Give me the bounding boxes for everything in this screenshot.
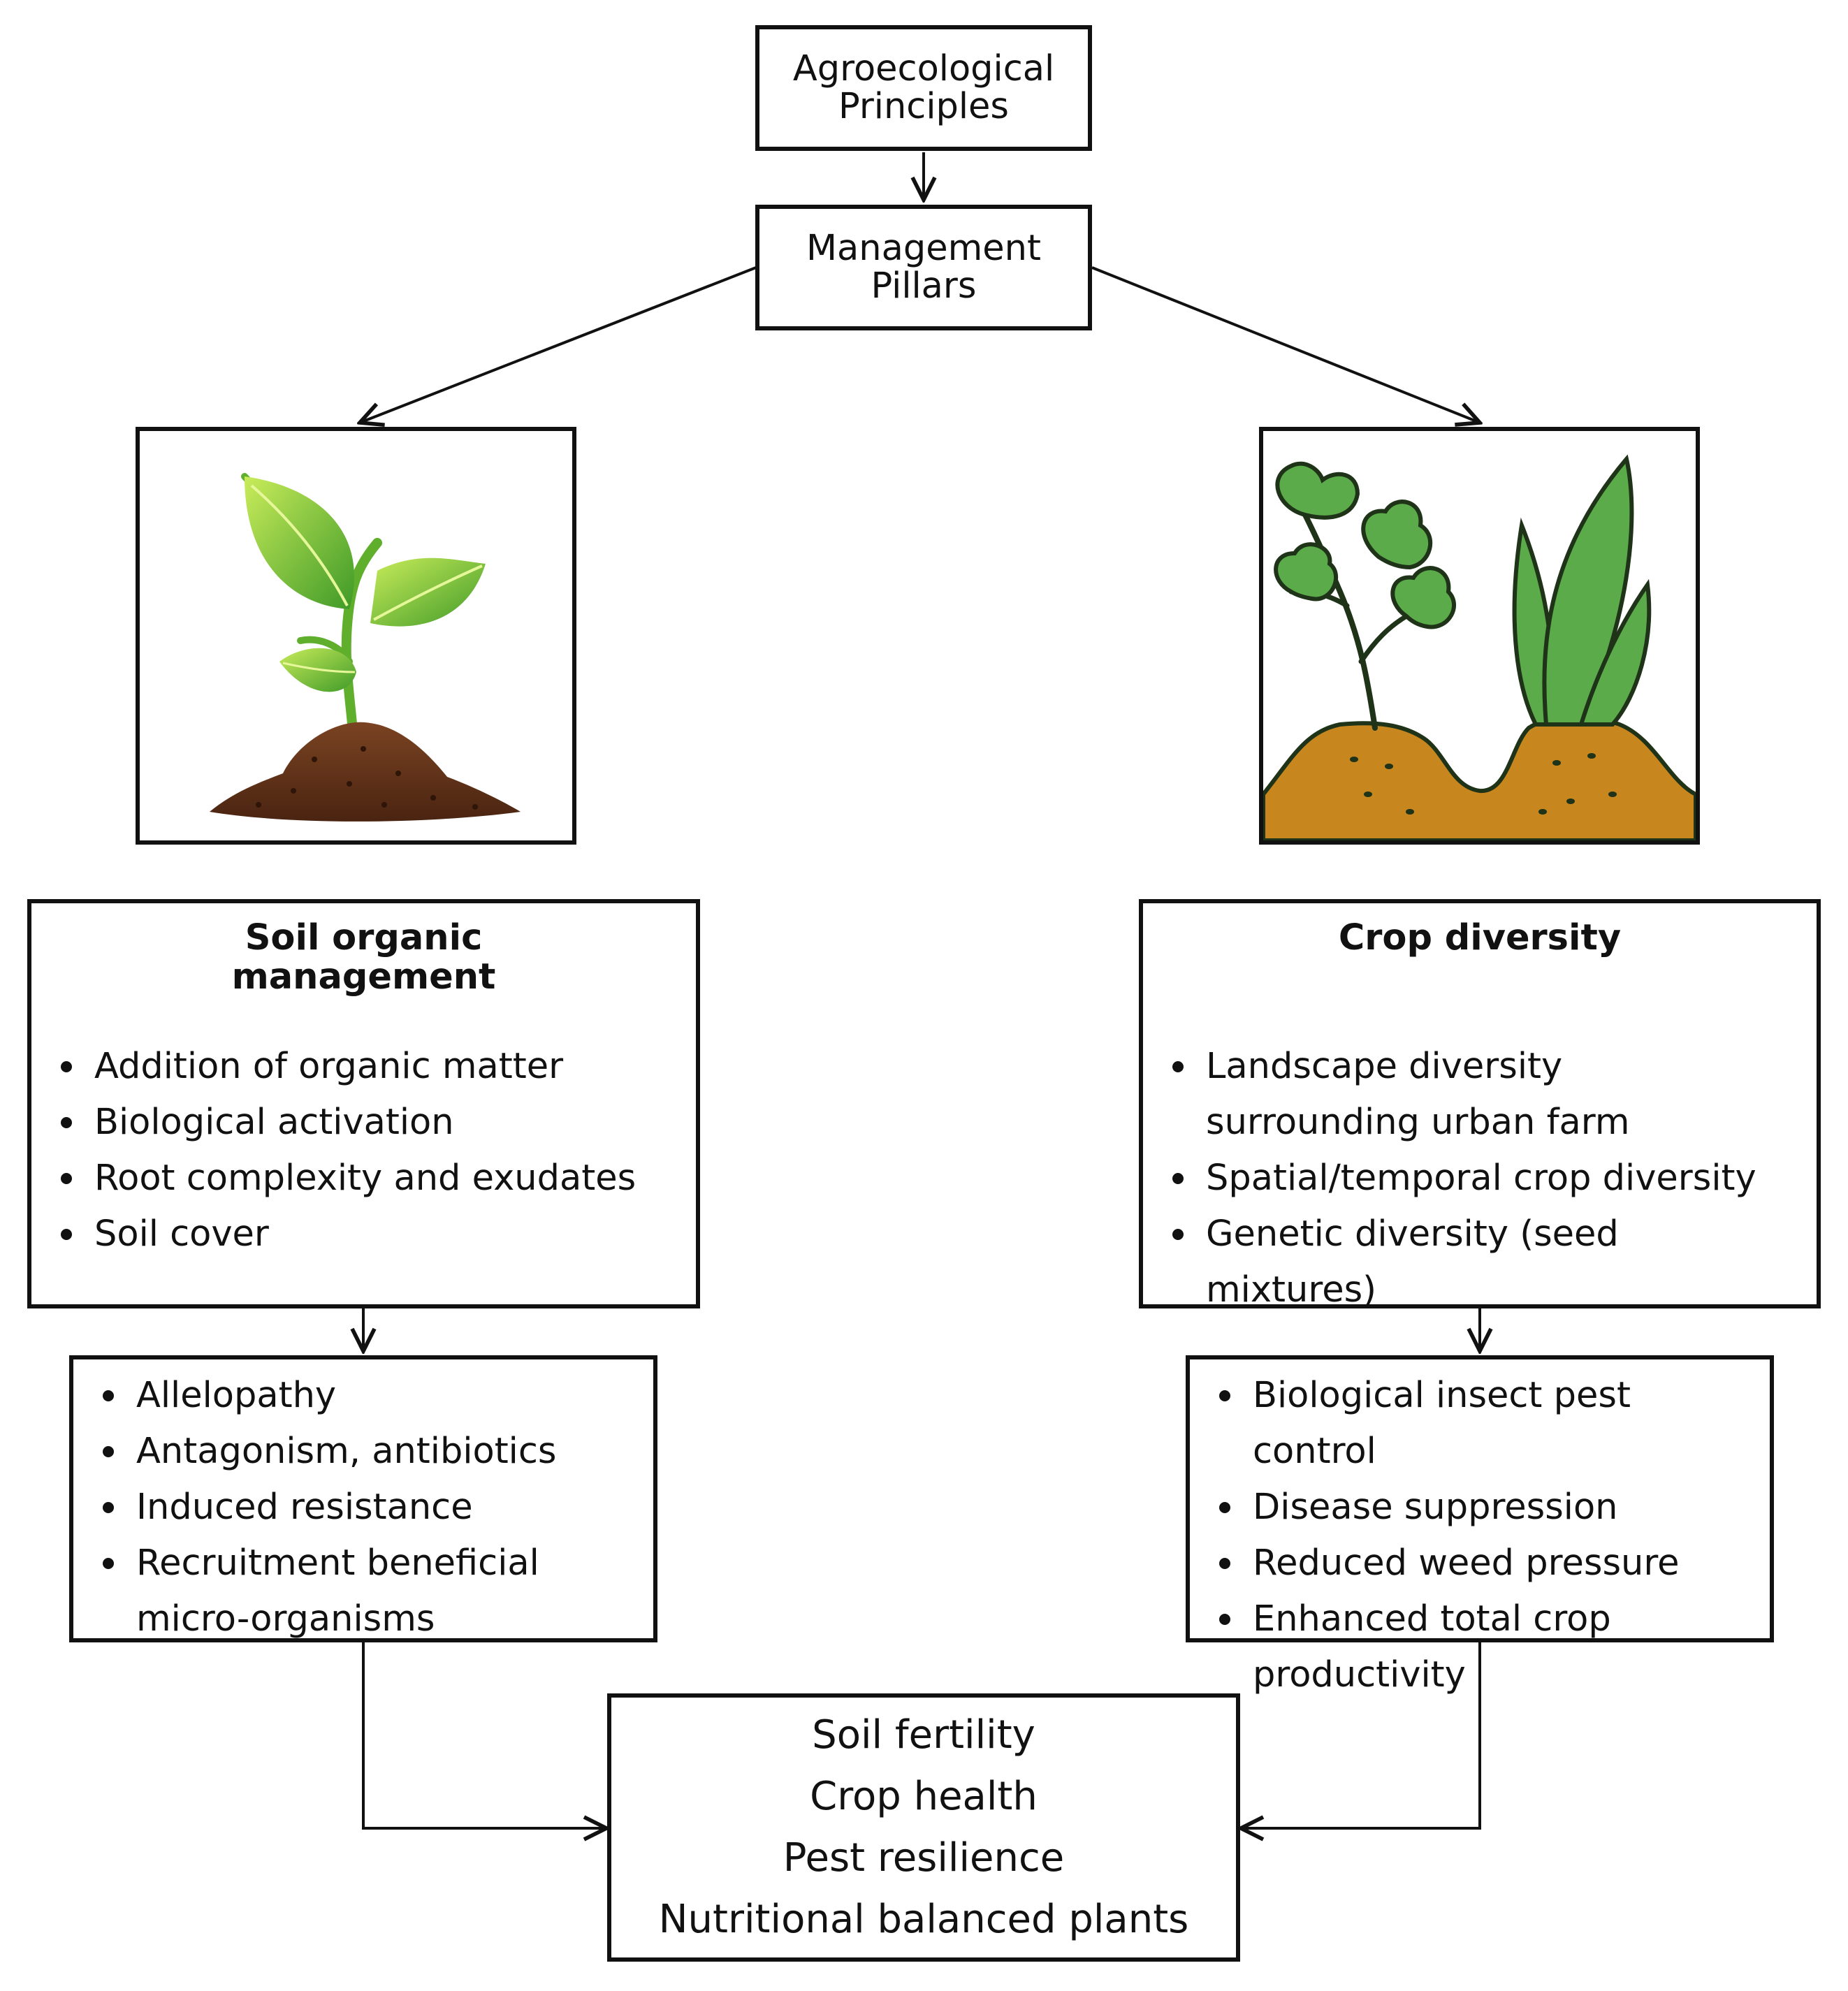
pillars-line-2: Pillars: [871, 265, 977, 307]
crop-effects-list: Biological insect pest control Disease s…: [1190, 1368, 1721, 1703]
list-item: Disease suppression: [1190, 1480, 1721, 1536]
crops-in-ridged-soil-icon: [1261, 454, 1698, 843]
list-item: Antagonism, antibiotics: [73, 1424, 562, 1480]
list-item: Genetic diversity (seed mixtures): [1143, 1206, 1772, 1318]
list-item: Root complexity and exudates: [31, 1151, 696, 1206]
agroecological-principles-box: Agroecological Principles: [755, 25, 1092, 151]
outcomes-box: Soil fertility Crop health Pest resilien…: [607, 1693, 1240, 1962]
list-item: Induced resistance: [73, 1480, 562, 1536]
arrow-soil-effects-to-outcomes: [362, 1642, 606, 1828]
list-item: Spatial/temporal crop diversity: [1143, 1151, 1772, 1206]
soil-title-line-1: Soil organic: [245, 917, 483, 958]
crop-practices-list: Landscape diversity surrounding urban fa…: [1143, 1039, 1772, 1318]
crop-effects-box: Biological insect pest control Disease s…: [1186, 1355, 1774, 1695]
list-item: Recruitment beneficial micro-organisms: [73, 1536, 562, 1647]
list-item: Reduced weed pressure: [1190, 1536, 1721, 1591]
arrow-pillars-to-crop-image: [1091, 266, 1480, 423]
outcome-crop-health: Crop health: [810, 1774, 1038, 1819]
list-item: Biological insect pest control: [1190, 1368, 1721, 1480]
list-item: Addition of organic matter: [31, 1039, 696, 1095]
arrow-pillars-to-soil-image: [360, 266, 757, 423]
soil-organic-management-title: Soil organic management: [31, 919, 696, 997]
principles-line-1: Agroecological: [792, 48, 1055, 89]
arrow-crop-effects-to-outcomes: [1241, 1642, 1481, 1828]
list-item: Enhanced total crop productivity: [1190, 1591, 1721, 1703]
list-item: Biological activation: [31, 1095, 696, 1151]
soil-effects-box: Allelopathy Antagonism, antibiotics Indu…: [69, 1355, 657, 1642]
soil-effects-list: Allelopathy Antagonism, antibiotics Indu…: [73, 1368, 562, 1647]
list-item: Soil cover: [31, 1206, 696, 1262]
outcome-soil-fertility: Soil fertility: [812, 1712, 1035, 1758]
soil-organic-management-box: Soil organic management Addition of orga…: [27, 899, 700, 1308]
soil-title-line-2: management: [231, 956, 496, 998]
list-item: Landscape diversity surrounding urban fa…: [1143, 1039, 1772, 1151]
seedling-in-soil-icon: [210, 473, 521, 822]
crop-diversity-title: Crop diversity: [1338, 917, 1622, 958]
management-pillars-box: Management Pillars: [755, 205, 1092, 330]
soil-image-box: [136, 427, 576, 845]
soil-practices-list: Addition of organic matter Biological ac…: [31, 1039, 696, 1262]
crop-image-box: [1259, 427, 1700, 845]
list-item: Allelopathy: [73, 1368, 562, 1424]
outcome-nutritional-balance: Nutritional balanced plants: [658, 1897, 1189, 1942]
outcome-pest-resilience: Pest resilience: [783, 1835, 1065, 1881]
crop-diversity-box: Crop diversity Landscape diversity surro…: [1139, 899, 1821, 1311]
principles-line-2: Principles: [838, 86, 1010, 127]
pillars-line-1: Management: [806, 228, 1041, 269]
